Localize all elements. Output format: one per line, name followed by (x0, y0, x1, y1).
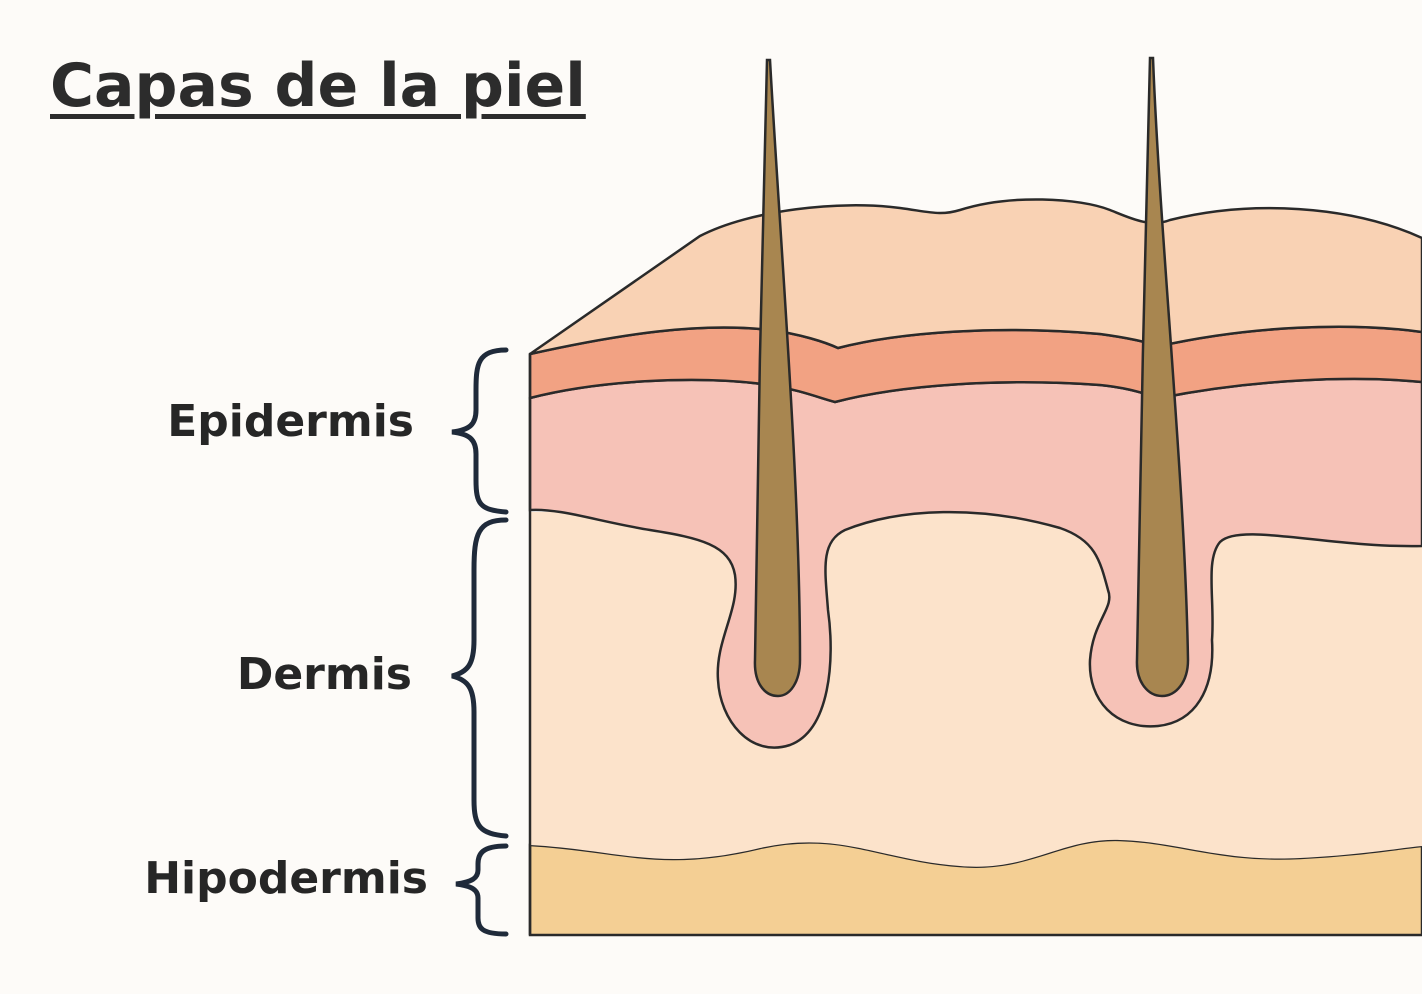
epidermis-bracket (452, 350, 506, 512)
dermis-bracket (452, 520, 506, 836)
epidermis-label: Epidermis (167, 394, 414, 450)
dermis-region (530, 512, 1422, 867)
hipodermis-label: Hipodermis (144, 851, 428, 907)
page-title: Capas de la piel (50, 46, 586, 126)
hipodermis-bracket (456, 846, 506, 934)
dermis-label: Dermis (237, 647, 412, 703)
